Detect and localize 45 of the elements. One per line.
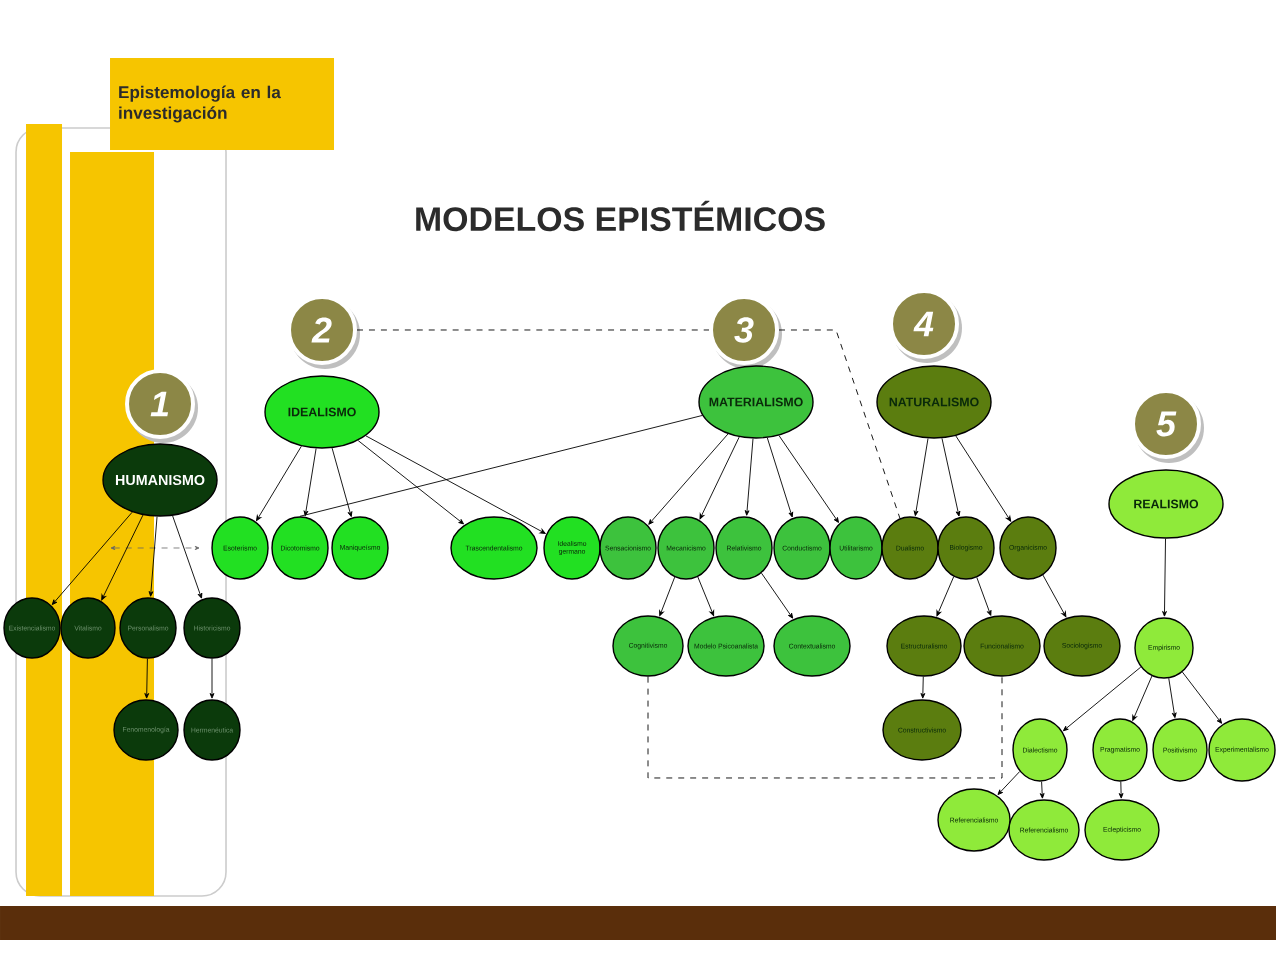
arrow [365,435,546,534]
number-badge: 3 [709,295,782,369]
arrow [1181,671,1223,724]
arrow [144,658,150,699]
arrow [941,437,961,517]
arrow [697,576,715,617]
header-box: Epistemología en la investigación [110,58,334,150]
dashed-line [778,329,901,519]
arrow [331,447,353,518]
number-badge: 1 [125,369,198,443]
arrow [303,448,317,517]
slide-title: MODELOS EPISTÉMICOS [416,200,825,232]
arrow [659,576,676,617]
arrow [209,658,215,699]
connector-line [299,415,703,517]
arrow [766,437,794,518]
number-badge: 5 [1131,389,1204,463]
arrow [1162,538,1167,617]
number-badge: 2 [287,295,360,369]
arrow [920,676,926,699]
arrow [1062,666,1142,732]
arrow [1132,675,1153,721]
arrow [913,438,929,517]
arrow [1042,574,1067,618]
arrow [101,514,144,601]
dashed-line [647,676,1003,779]
arrow [1118,781,1124,799]
number-badge: 4 [889,289,962,363]
arrow [648,433,729,525]
arrow [148,516,158,597]
arrow [955,435,1012,522]
arrow [1039,781,1045,799]
arrow [51,511,133,605]
arrow [744,438,754,516]
arrow [357,440,464,525]
arrow [699,436,740,520]
arrow [761,572,794,619]
arrow [1168,677,1177,719]
arrow [936,576,955,617]
arrow [997,771,1021,795]
dashed-line [356,329,710,331]
arrow [172,515,203,599]
arrow [256,445,302,522]
arrow [778,435,839,523]
arrow [976,576,992,616]
